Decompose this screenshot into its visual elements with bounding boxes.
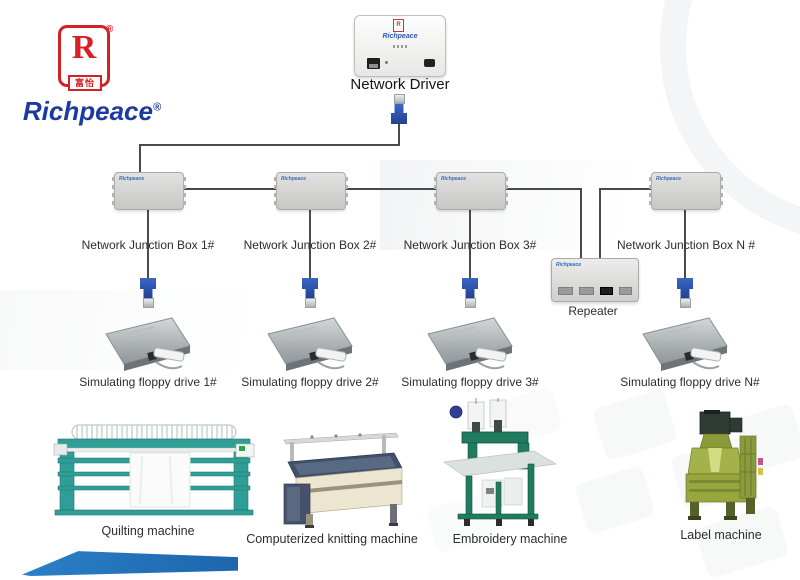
cable-driver-horizontal (139, 144, 400, 146)
floppy-drive-1-label: Simulating floppy drive 1# (79, 375, 217, 389)
plug-body (302, 278, 318, 298)
knitting-machine-image (283, 432, 403, 528)
device-badge: Richpeace (281, 176, 307, 182)
device-badge: Richpeace (556, 262, 582, 268)
floppy-drive-2-label: Simulating floppy drive 2# (241, 375, 379, 389)
quilting-machine-label: Quilting machine (101, 524, 195, 538)
device-badge: Richpeace (656, 176, 682, 182)
drop-line-column-1 (147, 208, 149, 280)
bus-segment-3-repeater (504, 188, 582, 190)
logo-chinese-text: 富怡 (68, 75, 102, 91)
driver-logo-chip-icon: R (393, 19, 404, 32)
label-machine-label: Label machine (680, 528, 762, 542)
plug-body (677, 278, 693, 298)
repeater-port-icon (599, 287, 613, 295)
cable-to-box1 (139, 144, 141, 174)
richpeace-logo-icon: R 富怡 (58, 25, 110, 91)
plug-body (391, 104, 407, 124)
floppy-drive-emulator-2 (267, 317, 353, 371)
bus-segment-2-3 (344, 188, 436, 190)
repeater-port-icon (578, 287, 594, 295)
network-driver-label: Network Driver (350, 76, 450, 93)
repeater-port-icon (618, 287, 632, 295)
driver-model-text (393, 45, 409, 48)
repeater-ports (558, 287, 632, 295)
bus-segment-repeater-N (599, 188, 653, 190)
plug-tip (464, 298, 476, 308)
accent-stripe (22, 551, 238, 576)
junction-box-3-label: Network Junction Box 3# (403, 238, 537, 252)
junction-box-3: Richpeace (434, 172, 508, 210)
junction-box-2: Richpeace (274, 172, 348, 210)
rj45-connector-icon (302, 278, 318, 308)
knitting-machine-label: Computerized knitting machine (246, 532, 418, 546)
junction-box-1-label: Network Junction Box 1# (81, 238, 215, 252)
rj45-connector-icon (391, 94, 407, 124)
junction-box-2-label: Network Junction Box 2# (243, 238, 377, 252)
repeater-in-drop (580, 188, 582, 260)
ghost-light-band (0, 290, 460, 370)
brand-name: Richpeace® (22, 96, 162, 126)
junction-box-N-label: Network Junction Box N # (616, 238, 756, 252)
repeater-label: Repeater (568, 304, 618, 318)
plug-body (462, 278, 478, 298)
rj45-connector-icon (462, 278, 478, 308)
bus-segment-1-2 (182, 188, 276, 190)
floppy-drive-3-label: Simulating floppy drive 3# (401, 375, 539, 389)
embroidery-machine-label: Embroidery machine (452, 532, 568, 546)
network-driver-device: R Richpeace (354, 15, 446, 77)
plug-tip (679, 298, 691, 308)
floppy-drive-emulator-1 (105, 317, 191, 371)
device-badge: Richpeace (119, 176, 145, 182)
plug-tip (393, 94, 405, 104)
logo-letter: R (71, 29, 97, 66)
label-machine-image (685, 410, 763, 520)
drop-line-column-3 (469, 208, 471, 280)
junction-box-N: Richpeace (649, 172, 723, 210)
repeater-device: Richpeace (551, 258, 639, 302)
floppy-drive-emulator-3 (427, 317, 513, 371)
rj45-connector-icon (677, 278, 693, 308)
repeater-out-drop (599, 188, 601, 260)
device-badge: Richpeace (441, 176, 467, 182)
quilting-machine-image (53, 424, 255, 516)
repeater-port-icon (558, 287, 573, 295)
floppy-drive-emulator-N (642, 317, 728, 371)
ethernet-port-icon (367, 58, 380, 69)
plug-body (140, 278, 156, 298)
registered-mark: ® (106, 24, 114, 35)
junction-box-1: Richpeace (112, 172, 186, 210)
embroidery-machine-image (443, 398, 558, 526)
cable-driver-drop (398, 118, 400, 146)
drop-line-column-N (684, 208, 686, 280)
drop-line-column-2 (309, 208, 311, 280)
usb-port-icon (424, 59, 435, 67)
rj45-connector-icon (140, 278, 156, 308)
ghost-keyboard-key (573, 464, 657, 536)
ghost-keyboard-key (591, 388, 679, 462)
plug-tip (304, 298, 316, 308)
plug-tip (142, 298, 154, 308)
driver-brand-text: Richpeace (382, 33, 418, 40)
floppy-drive-N-label: Simulating floppy drive N# (620, 375, 760, 389)
led-indicator-icon (385, 61, 388, 64)
